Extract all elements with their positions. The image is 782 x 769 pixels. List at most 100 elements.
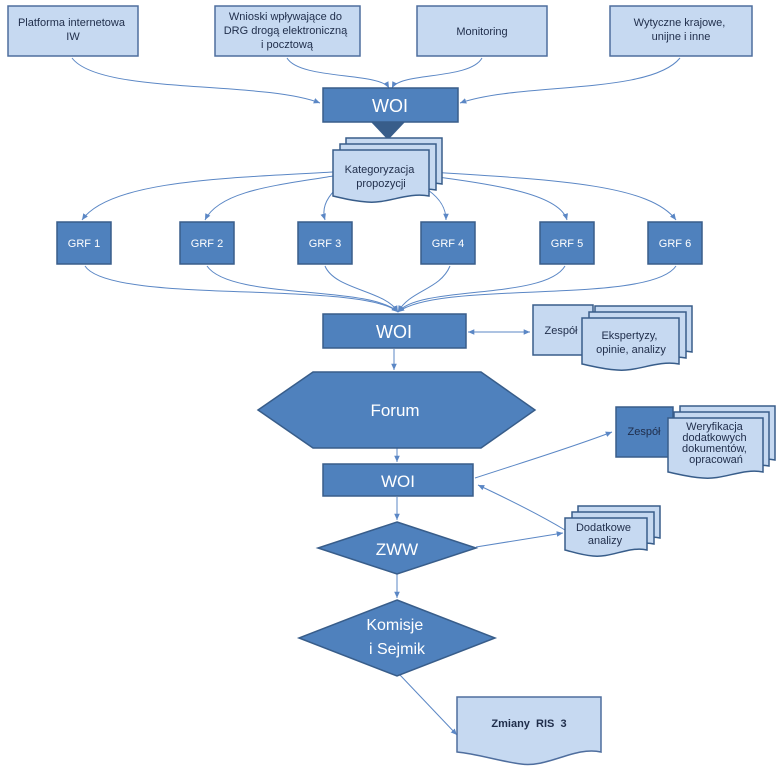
connector-grf4-woi	[397, 265, 451, 313]
connector-kat-grf1	[81, 171, 334, 221]
connector-grf1-woi	[84, 265, 399, 313]
grf-2-box	[179, 221, 235, 265]
zww-label: ZWW	[376, 540, 418, 559]
source-platforma-line-2: IW	[66, 31, 80, 43]
grf-6-box	[647, 221, 703, 265]
source-monitoring-box	[416, 5, 548, 57]
grf-4: GRF 4	[420, 221, 476, 265]
source-wytyczne-box	[609, 5, 753, 57]
zww: ZWW	[315, 521, 479, 575]
connector-woi-zespol-2	[474, 431, 613, 479]
komisje: Komisje i Sejmik	[296, 599, 498, 677]
kategoryzacja-line-2: propozycji	[356, 178, 406, 190]
zmiany-label: Zmiany RIS 3	[491, 718, 566, 730]
grf-4-label: GRF 4	[432, 238, 464, 250]
svg-text:Weryfikacja dodatkowych: Weryfikacja dodatkowych dokumentów, opra…	[682, 421, 750, 466]
grf-1: GRF 1	[56, 221, 112, 265]
svg-text:Platforma internetowa IW: Platforma internetowa IW	[18, 17, 128, 43]
komisje-diamond	[296, 599, 498, 677]
grf-1-label: GRF 1	[68, 238, 100, 250]
grf-1-box	[56, 221, 112, 265]
forum: Forum	[256, 371, 537, 449]
grf-3-box	[297, 221, 353, 265]
woi-middle: WOI	[322, 313, 467, 349]
weryfikacja-line-1: Weryfikacja	[686, 421, 744, 433]
connector-kat-grf5	[429, 175, 568, 221]
connectors	[71, 57, 681, 736]
grf-4-box	[420, 221, 476, 265]
source-platforma-box	[7, 5, 139, 57]
grf-3-label: GRF 3	[309, 238, 341, 250]
zespol-weryfikacja: Zespół Weryfikacja dodatkowych dokumentó…	[615, 405, 776, 479]
source-wnioski-line-1: Wnioski wpływające do	[229, 11, 342, 23]
ekspertyzy-page-1	[581, 317, 680, 371]
woi-bottom-label: WOI	[381, 472, 415, 491]
zespol-1-label: Zespół	[544, 325, 578, 337]
dodatkowe-page-1	[564, 517, 648, 557]
connector-wytyczne-woi	[459, 57, 681, 104]
source-wytyczne: Wytyczne krajowe, unijne i inne	[609, 5, 753, 57]
grf-5-box	[539, 221, 595, 265]
komisje-line-1: Komisje	[366, 617, 423, 634]
connector-komisje-zmiany	[399, 674, 458, 736]
zespol-2-box	[615, 406, 674, 458]
dodatkowe-analizy: Dodatkowe analizy	[564, 505, 661, 557]
source-platforma: Platforma internetowa IW	[7, 5, 139, 57]
connector-wnioski-woi	[286, 57, 390, 89]
svg-text:Wytyczne krajowe, unijne: Wytyczne krajowe, unijne i inne	[634, 17, 729, 43]
zmiany-document	[456, 696, 602, 766]
grf-3: GRF 3	[297, 221, 353, 265]
source-wnioski: Wnioski wpływające do DRG drogą elektron…	[214, 5, 361, 57]
connector-grf5-woi	[397, 265, 566, 313]
zww-diamond	[315, 521, 479, 575]
kategoryzacja-line-1: Kategoryzacja	[345, 164, 416, 176]
forum-hexagon	[256, 371, 537, 449]
grf-5-label: GRF 5	[551, 238, 583, 250]
zespol-2-label: Zespół	[627, 426, 661, 438]
source-wytyczne-line-1: Wytyczne krajowe,	[634, 17, 726, 29]
connector-grf6-woi	[397, 265, 677, 313]
kategoryzacja-page-1	[332, 149, 430, 203]
connector-kat-grf6	[429, 171, 677, 221]
connector-dodatkowe-woi	[477, 484, 566, 531]
ekspertyzy-line-1: Ekspertyzy,	[601, 330, 657, 342]
connector-grf2-woi	[206, 265, 399, 313]
source-wnioski-line-3: i pocztową	[261, 39, 314, 51]
svg-text:Dodatkowe analizy: Dodatkowe analizy	[576, 522, 634, 547]
dodatkowe-line-1: Dodatkowe	[576, 522, 631, 534]
connector-grf3-woi	[324, 265, 399, 313]
grf-5: GRF 5	[539, 221, 595, 265]
woi-top-box	[322, 87, 459, 123]
source-platforma-line-1: Platforma internetowa	[18, 17, 126, 29]
source-monitoring-line-1: Monitoring	[456, 26, 507, 38]
source-wnioski-box	[214, 5, 361, 57]
grf-6: GRF 6	[647, 221, 703, 265]
connector-kat-grf2	[204, 175, 334, 221]
grf-2-label: GRF 2	[191, 238, 223, 250]
connector-platforma-woi	[71, 57, 321, 104]
zespol-ekspertyzy: Zespół Ekspertyzy, opinie, analizy	[532, 304, 693, 371]
woi-bottom-box	[322, 463, 474, 497]
source-monitoring: Monitoring	[416, 5, 548, 57]
svg-text:Wnioski wpływające do DR: Wnioski wpływające do DRG drogą elektron…	[224, 11, 351, 51]
woi-top-label: WOI	[372, 96, 408, 116]
komisje-line-2: i Sejmik	[369, 641, 426, 658]
source-wytyczne-line-2: unijne i inne	[652, 31, 711, 43]
svg-text:Monitoring: Monitoring	[456, 26, 507, 38]
woi-bottom: WOI	[322, 463, 474, 497]
weryfikacja-line-3: dokumentów,	[682, 443, 747, 455]
grf-group: GRF 1 GRF 2 GRF 3 GRF 4 GRF 5 GRF 6	[56, 221, 703, 265]
connector-monitoring-woi	[391, 57, 483, 89]
dodatkowe-line-2: analizy	[588, 535, 623, 547]
grf-2: GRF 2	[179, 221, 235, 265]
ekspertyzy-line-2: opinie, analizy	[596, 344, 666, 356]
weryfikacja-line-2: dodatkowych	[682, 432, 746, 444]
weryfikacja-line-4: opracowań	[689, 454, 743, 466]
svg-text:Komisje i Sejmik: Komisje i Sejmik	[366, 617, 427, 658]
kategoryzacja-doc: Kategoryzacja propozycji	[332, 137, 443, 203]
woi-middle-box	[322, 313, 467, 349]
weryfikacja-page-1	[667, 417, 764, 479]
svg-text:Kategoryzacja propozycji: Kategoryzacja propozycji	[345, 164, 418, 190]
source-wnioski-line-2: DRG drogą elektroniczną	[224, 25, 348, 37]
zmiany-ris3: Zmiany RIS 3	[456, 696, 602, 766]
